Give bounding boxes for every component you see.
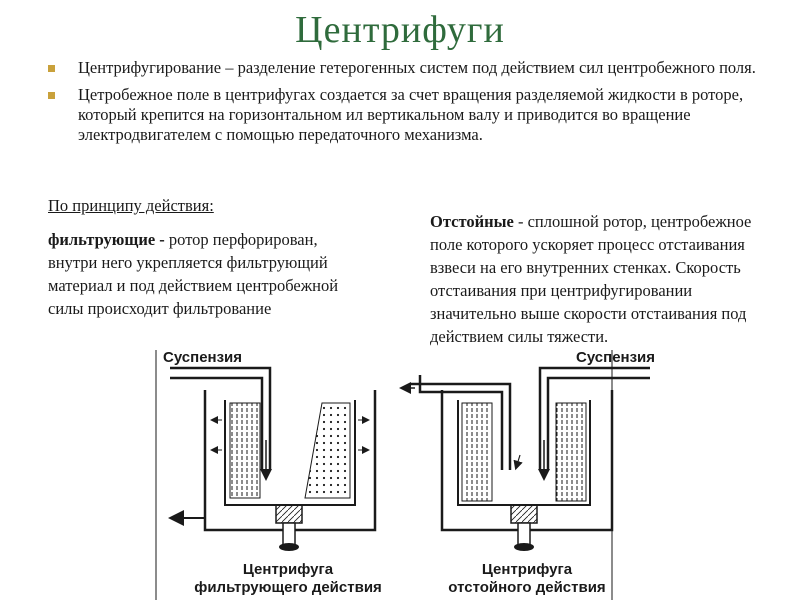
filtering-description: фильтрующие - ротор перфорирован, внутри… xyxy=(48,228,348,320)
settling-term: Отстойные xyxy=(430,212,514,231)
bullet-square-icon xyxy=(48,92,55,99)
bullet-text: Центрифугирование – разделение гетероген… xyxy=(78,58,756,77)
bullet-square-icon xyxy=(48,65,55,72)
left-suspension-label: Суспензия xyxy=(163,349,242,366)
settling-description: Отстойные - сплошной ротор, центробежное… xyxy=(430,210,770,348)
left-caption-line-1: Центрифуга xyxy=(243,561,334,578)
right-suspension-label: Суспензия xyxy=(576,349,655,366)
filtering-text: ротор перфорирован, внутри него укрепляе… xyxy=(48,230,339,318)
settling-text: - сплошной ротор, центробежное поле кото… xyxy=(430,212,752,346)
slide-title: Центрифуги xyxy=(295,9,505,51)
principle-heading: По принципу действия: xyxy=(48,196,214,215)
right-caption-line-2: отстойного действия xyxy=(448,579,605,596)
bullet-text: Цетробежное поле в центрифугах создается… xyxy=(78,85,744,144)
bullet-item: Центрифугирование – разделение гетероген… xyxy=(46,58,766,78)
bullet-list: Центрифугирование – разделение гетероген… xyxy=(46,58,766,152)
left-caption-line-2: фильтрующего действия xyxy=(194,579,382,596)
filtering-centrifuge-drawing xyxy=(168,366,377,551)
settling-centrifuge-drawing xyxy=(399,366,650,551)
bullet-item: Цетробежное поле в центрифугах создается… xyxy=(46,85,766,145)
right-caption-line-1: Центрифуга xyxy=(482,561,573,578)
filtering-term: фильтрующие - xyxy=(48,230,165,249)
